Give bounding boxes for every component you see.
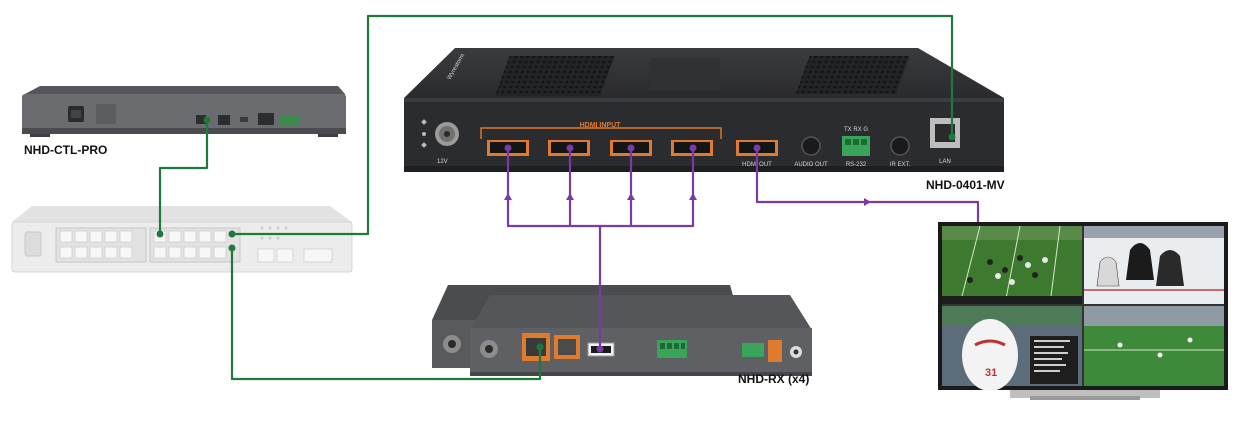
rs232-pins-label: TX RX G: [844, 127, 868, 133]
network-cables: [158, 14, 954, 381]
audio-out-jack: [801, 136, 821, 156]
multiviewer-label: NHD-0401-MV: [926, 178, 1005, 192]
lan-label: LAN: [939, 159, 951, 165]
hdmi-cables: [506, 148, 980, 349]
power-label: 12V: [437, 159, 448, 165]
controller-label: NHD-CTL-PRO: [24, 143, 108, 157]
controller-device: [22, 86, 346, 137]
ir-ext-jack: [890, 136, 910, 156]
tv-quad-soccer: [1084, 306, 1224, 386]
ir-ext-label: IR EXT.: [890, 162, 911, 168]
receiver-device: [432, 285, 812, 376]
switch-to-rx-cable: [230, 248, 542, 381]
multiviewer-device: Wyrestorm 12V HDMI INPUT HDMI OUT AUDIO …: [404, 48, 1004, 172]
receiver-label: NHD-RX (x4): [738, 372, 810, 386]
tv-quad-hockey: [1084, 226, 1224, 304]
tv-quad-baseball: 31: [942, 306, 1082, 391]
player-number: 31: [985, 367, 997, 379]
ctl-to-switch-cable: [158, 120, 209, 234]
tv-display: 31: [938, 222, 1228, 400]
tv-quad-football: [942, 225, 1082, 305]
network-switch: [11, 206, 353, 273]
hdmi-input-label: HDMI INPUT: [580, 122, 622, 129]
audio-out-label: AUDIO OUT: [794, 162, 828, 168]
switch-to-mv-lan-cable: [232, 14, 954, 236]
rs232-label: RS-232: [846, 162, 867, 168]
